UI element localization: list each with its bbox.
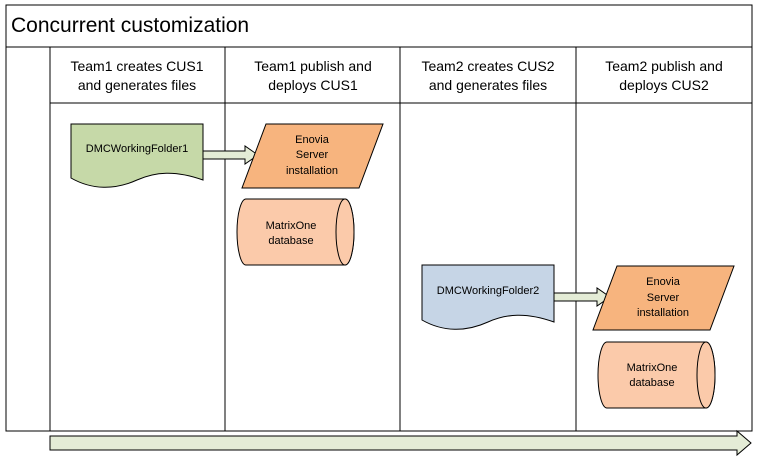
- lane-header-line: Team2 creates CUS2: [421, 58, 554, 74]
- document-shape: [70, 123, 204, 188]
- lane-header-4: Team2 publish and deploys CUS2: [605, 58, 723, 93]
- cylinder-cap: [696, 341, 716, 409]
- server-label-line: Server: [296, 149, 329, 161]
- working-folder-2-label: DMCWorkingFolder2: [437, 285, 540, 297]
- matrixone-database-2-shape: MatrixOne database: [597, 341, 716, 409]
- flow-arrow: [202, 145, 259, 165]
- lane-header-2: Team1 publish and deploys CUS1: [254, 58, 372, 93]
- cylinder-cap: [335, 198, 355, 266]
- lane-header-line: and generates files: [429, 77, 547, 93]
- lane-header-line: Team1 publish and: [254, 58, 372, 74]
- server-label-line: installation: [637, 307, 689, 319]
- working-folder-1-shape: DMCWorkingFolder1: [70, 123, 204, 188]
- working-folder-2-shape: DMCWorkingFolder2: [421, 264, 555, 330]
- diagram-title: Concurrent customization: [11, 14, 249, 37]
- working-folder-1-label: DMCWorkingFolder1: [86, 143, 189, 155]
- parallelogram-shape: [592, 265, 735, 331]
- server-label-line: Enovia: [295, 134, 330, 146]
- enovia-server-1-shape: Enovia Server installation: [241, 123, 384, 189]
- server-label-line: installation: [286, 165, 338, 177]
- lane-header-line: deploys CUS1: [268, 77, 358, 93]
- matrixone-database-1-shape: MatrixOne database: [236, 198, 355, 266]
- database-label-line: database: [268, 235, 313, 247]
- lane-header-line: deploys CUS2: [619, 77, 709, 93]
- lane-header-3: Team2 creates CUS2 and generates files: [421, 58, 554, 93]
- parallelogram-shape: [241, 123, 384, 189]
- lane-header-1: Team1 creates CUS1 and generates files: [70, 58, 203, 93]
- lane-header-line: Team1 creates CUS1: [70, 58, 203, 74]
- lane-header-line: Team2 publish and: [605, 58, 723, 74]
- document-shape: [421, 264, 555, 330]
- database-label-line: MatrixOne: [627, 362, 678, 374]
- timeline-arrow: [49, 429, 752, 457]
- server-label-line: Server: [647, 292, 680, 304]
- server-label-line: Enovia: [646, 276, 681, 288]
- lane-header-line: and generates files: [78, 77, 196, 93]
- enovia-server-2-shape: Enovia Server installation: [592, 265, 735, 331]
- database-label-line: database: [629, 377, 674, 389]
- database-label-line: MatrixOne: [266, 220, 317, 232]
